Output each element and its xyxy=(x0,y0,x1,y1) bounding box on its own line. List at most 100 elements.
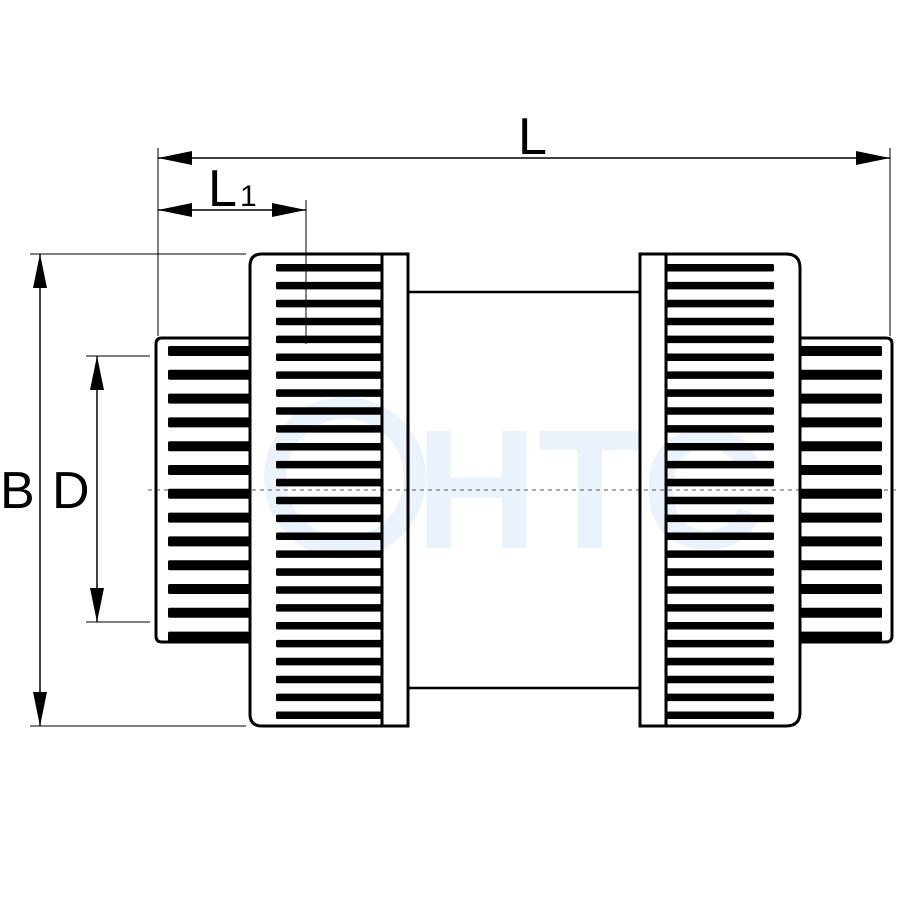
socket-rib xyxy=(168,346,250,356)
left-end-socket xyxy=(154,336,250,644)
nut-rib xyxy=(666,586,774,594)
dimension-label-l: L xyxy=(518,108,547,166)
socket-rib xyxy=(168,441,250,452)
dimension-label-b: B xyxy=(0,462,35,520)
nut-rib xyxy=(276,264,382,272)
dimension-overall-length: L xyxy=(157,108,891,336)
socket-rib xyxy=(800,488,882,499)
nut-rib xyxy=(666,460,774,469)
arrow-right-icon xyxy=(272,203,306,217)
nut-rib xyxy=(276,586,382,594)
dimension-label-l1-subscript: 1 xyxy=(240,180,257,213)
left-socket-ribs xyxy=(168,346,250,642)
socket-rib xyxy=(168,369,250,380)
nut-rib xyxy=(276,496,382,505)
nut-rib xyxy=(276,353,382,362)
socket-rib xyxy=(800,584,882,594)
right-nut-ribs xyxy=(666,264,774,720)
nut-rib xyxy=(666,568,774,576)
socket-rib xyxy=(800,607,882,618)
right-socket-ribs xyxy=(800,346,882,642)
nut-rib xyxy=(276,568,382,576)
dimension-pipe-diameter: D xyxy=(52,355,150,623)
socket-rib xyxy=(800,369,882,380)
nut-rib xyxy=(276,514,382,523)
right-union-nut xyxy=(638,252,802,728)
nut-rib xyxy=(276,371,382,379)
socket-rib xyxy=(800,512,882,523)
dimension-outer-diameter: B xyxy=(0,253,246,727)
nut-rib xyxy=(276,425,382,433)
nut-rib xyxy=(666,675,774,684)
nut-rib xyxy=(666,407,774,415)
nut-rib xyxy=(666,693,774,702)
socket-rib xyxy=(168,560,250,571)
socket-rib xyxy=(168,584,250,594)
dimension-label-l1: L xyxy=(208,160,237,218)
socket-rib xyxy=(168,393,250,404)
arrow-left-icon xyxy=(158,151,192,165)
nut-rib xyxy=(276,604,382,612)
arrow-up-icon xyxy=(90,356,104,390)
pipe-body xyxy=(408,290,640,690)
nut-rib xyxy=(276,281,382,290)
nut-rib xyxy=(666,622,774,630)
nut-rib xyxy=(276,693,382,702)
nut-rib xyxy=(666,604,774,612)
socket-rib xyxy=(168,465,250,475)
left-nut-ribs xyxy=(276,264,382,720)
arrow-down-icon xyxy=(90,588,104,622)
nut-rib xyxy=(666,711,774,720)
nut-rib xyxy=(666,371,774,379)
socket-rib xyxy=(800,465,882,475)
nut-rib xyxy=(666,496,774,505)
nut-rib xyxy=(666,389,774,397)
nut-rib xyxy=(276,299,382,308)
nut-rib xyxy=(276,639,382,648)
nut-rib xyxy=(666,514,774,523)
nut-rib xyxy=(276,389,382,397)
nut-rib xyxy=(276,460,382,469)
socket-rib xyxy=(800,393,882,404)
socket-rib xyxy=(800,631,882,642)
nut-rib xyxy=(276,657,382,666)
nut-rib xyxy=(276,478,382,487)
socket-rib xyxy=(168,536,250,547)
socket-rib xyxy=(168,607,250,618)
nut-rib xyxy=(666,353,774,362)
nut-rib xyxy=(666,443,774,451)
nut-rib xyxy=(666,532,774,541)
right-end-socket xyxy=(800,336,894,644)
arrow-left-icon xyxy=(158,203,192,217)
nut-rib xyxy=(666,317,774,326)
nut-rib xyxy=(666,425,774,433)
dimension-label-d: D xyxy=(52,462,90,520)
dimension-end-length: L 1 xyxy=(158,160,307,344)
nut-rib xyxy=(666,639,774,648)
nut-rib xyxy=(666,550,774,558)
nut-rib xyxy=(276,550,382,558)
socket-rib xyxy=(168,488,250,499)
socket-rib xyxy=(168,512,250,523)
socket-rib xyxy=(168,631,250,642)
arrow-right-icon xyxy=(856,151,890,165)
nut-rib xyxy=(276,317,382,326)
socket-rib xyxy=(168,417,250,428)
arrow-up-icon xyxy=(33,254,47,288)
nut-rib xyxy=(276,711,382,720)
nut-rib xyxy=(276,335,382,344)
nut-rib xyxy=(666,335,774,344)
nut-rib xyxy=(666,299,774,308)
arrow-down-icon xyxy=(33,692,47,726)
left-union-nut xyxy=(248,252,410,728)
socket-rib xyxy=(800,536,882,547)
socket-rib xyxy=(800,441,882,452)
nut-rib xyxy=(276,622,382,630)
nut-rib xyxy=(276,407,382,415)
socket-rib xyxy=(800,417,882,428)
nut-rib xyxy=(666,657,774,666)
socket-rib xyxy=(800,346,882,356)
socket-rib xyxy=(800,560,882,571)
nut-rib xyxy=(276,675,382,684)
